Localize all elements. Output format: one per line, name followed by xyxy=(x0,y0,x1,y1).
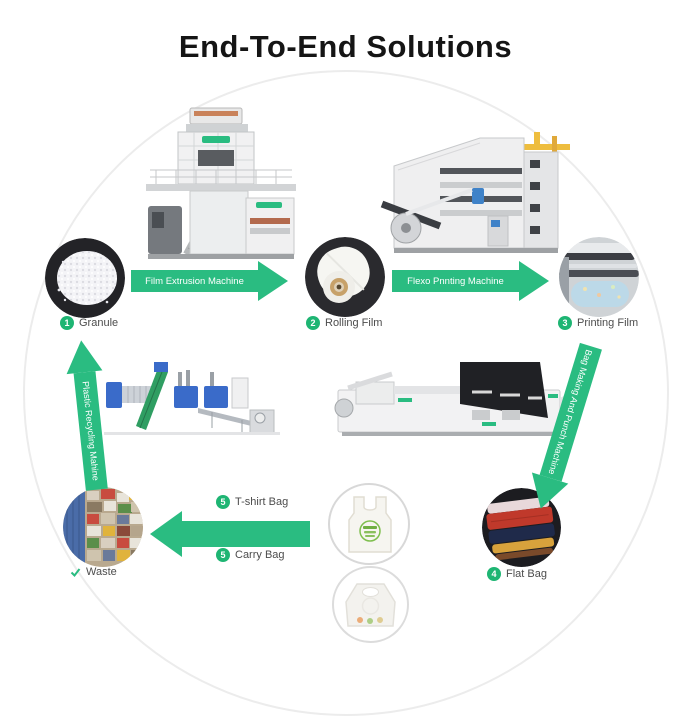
bags-to-waste-arrow xyxy=(150,511,310,557)
step-number-badge: 1 xyxy=(60,316,74,330)
film-extrusion-machine-illustration xyxy=(146,107,296,259)
rolling-film-photo xyxy=(305,237,385,317)
step-number-badge: 5 xyxy=(216,548,230,562)
step-granule: 1 Granule xyxy=(60,316,118,330)
flexo-printing-machine-illustration xyxy=(380,132,570,253)
step-number-badge: 5 xyxy=(216,495,230,509)
step-tshirt-bag-label: T-shirt Bag xyxy=(235,496,289,508)
flexo-printing-arrow: Flexo Pnnting Machine xyxy=(392,261,549,301)
printing-film-photo xyxy=(559,237,639,317)
flexo-printing-arrow-label: Flexo Pnnting Machine xyxy=(407,275,504,287)
step-tshirt-bag: 5 T-shirt Bag xyxy=(216,495,288,509)
arrow-head-left-icon xyxy=(150,511,182,557)
step-waste: Waste xyxy=(70,566,117,578)
granule-photo xyxy=(45,238,125,318)
step-carry-bag-label: Carry Bag xyxy=(235,549,285,561)
step-number-badge: 3 xyxy=(558,316,572,330)
film-extrusion-arrow: Film Extrusion Machine xyxy=(131,261,288,301)
film-extrusion-arrow-label: Film Extrusion Machine xyxy=(145,275,244,287)
plastic-recycling-machine-illustration xyxy=(104,362,280,435)
arrow-head-right-icon xyxy=(258,261,288,301)
page-title: End-To-End Solutions xyxy=(178,28,513,64)
step-printing-film-label: Printing Film xyxy=(577,317,639,329)
plastic-recycling-arrow-label: Plastic Recycling Mahine xyxy=(80,380,101,482)
step-granule-label: Granule xyxy=(79,317,119,329)
step-rolling-film: 2 Rolling Film xyxy=(306,316,382,330)
flat-bag-photo xyxy=(482,488,561,567)
step-rolling-film-label: Rolling Film xyxy=(325,317,383,329)
carry-bag-photo xyxy=(332,566,409,643)
arrow-head-right-icon xyxy=(519,261,549,301)
waste-photo xyxy=(63,487,143,567)
step-number-badge: 2 xyxy=(306,316,320,330)
tshirt-bag-photo xyxy=(328,483,410,565)
arrow-body xyxy=(182,521,310,547)
step-flat-bag: 4 Flat Bag xyxy=(487,567,547,581)
bag-making-machine-illustration xyxy=(334,362,572,436)
step-carry-bag: 5 Carry Bag xyxy=(216,548,285,562)
arrow-head-up-icon xyxy=(63,338,103,375)
step-waste-label: Waste xyxy=(86,566,117,578)
step-flat-bag-label: Flat Bag xyxy=(506,568,547,580)
step-printing-film: 3 Printing Film xyxy=(558,316,638,330)
step-number-badge: 4 xyxy=(487,567,501,581)
green-tick-icon xyxy=(70,567,81,578)
